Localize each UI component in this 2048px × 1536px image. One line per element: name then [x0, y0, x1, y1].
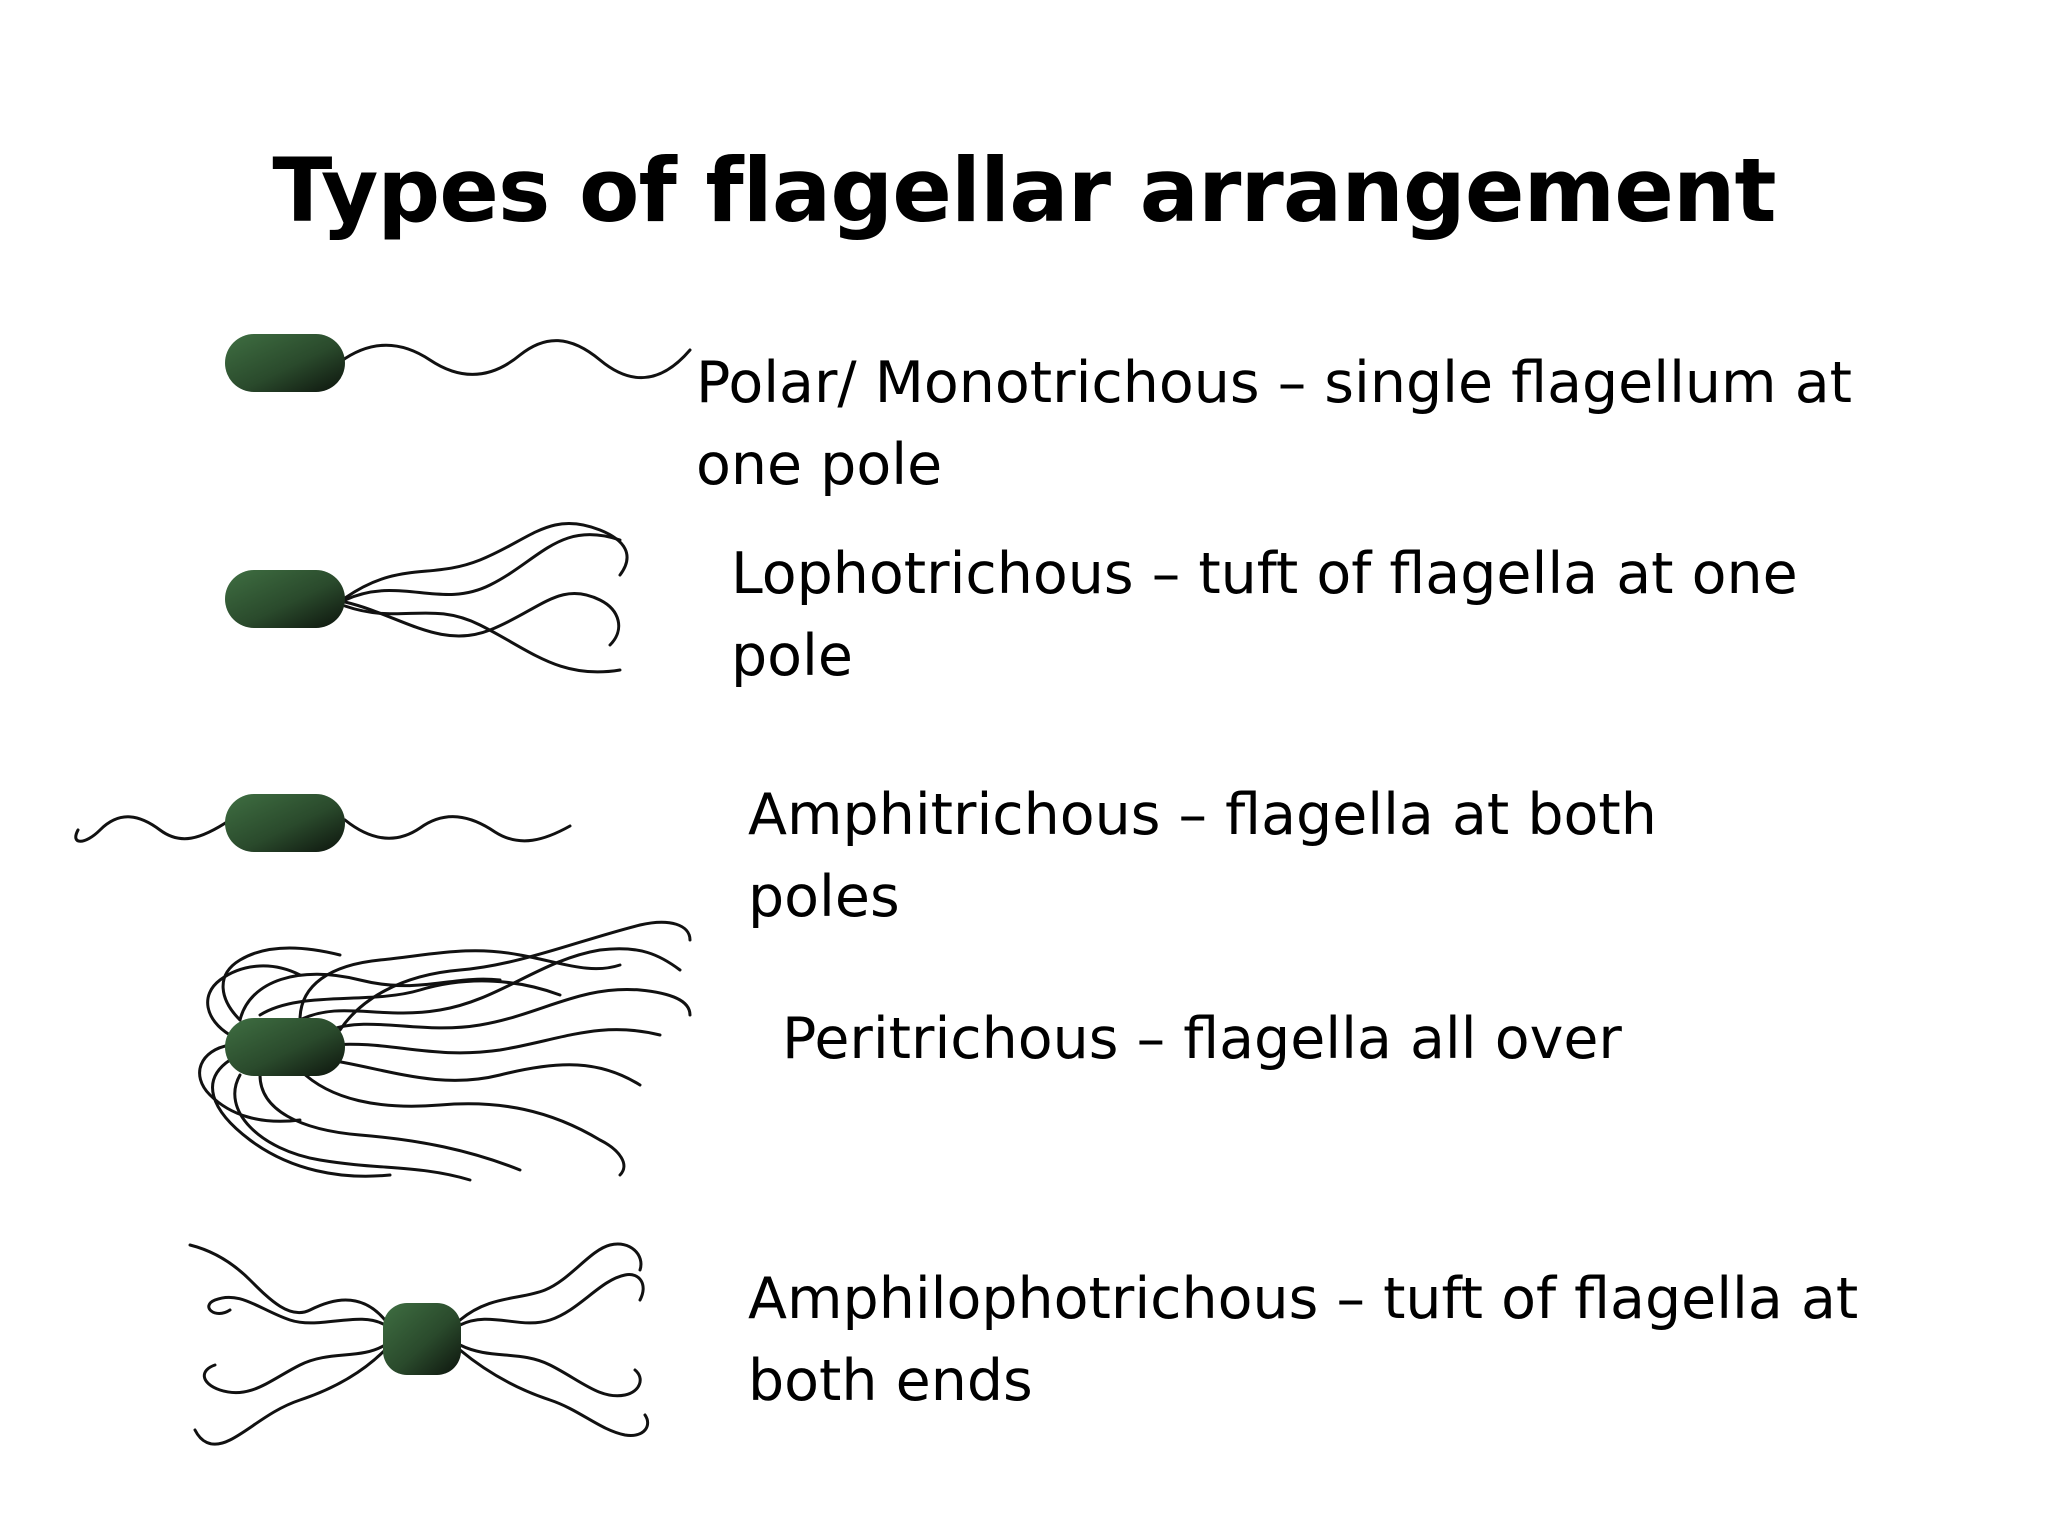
description-line: Peritrichous – flagella all over — [782, 1006, 1622, 1072]
description-line: Polar/ Monotrichous – single flagellum a… — [696, 350, 1852, 416]
flagellum — [338, 339, 692, 380]
flagella — [74, 815, 572, 843]
amphilophotrichous-bacterium — [188, 1242, 650, 1446]
peritrichous-bacterium — [198, 920, 692, 1182]
flagella — [198, 920, 692, 1182]
description-line: pole — [731, 623, 853, 689]
description-line: poles — [748, 864, 900, 930]
monotrichous-bacterium — [225, 334, 692, 392]
cell-body — [225, 334, 345, 392]
cell-body — [225, 1018, 345, 1076]
description-line: Amphilophotrichous – tuft of flagella at — [748, 1266, 1859, 1332]
description-line: one pole — [696, 432, 943, 498]
cell-body — [225, 570, 345, 628]
amphilophotrichous-description: Amphilophotrichous – tuft of flagella at… — [748, 1258, 1988, 1422]
monotrichous-description: Polar/ Monotrichous – single flagellum a… — [696, 342, 1936, 506]
peritrichous-description: Peritrichous – flagella all over — [782, 998, 2022, 1080]
lophotrichous-bacterium — [225, 521, 629, 674]
description-line: Lophotrichous – tuft of flagella at one — [731, 541, 1798, 607]
cell-body — [383, 1303, 461, 1375]
description-line: Amphitrichous – flagella at both — [748, 782, 1657, 848]
amphitrichous-bacterium — [74, 794, 572, 852]
flagella-tufts — [188, 1242, 650, 1446]
lophotrichous-description: Lophotrichous – tuft of flagella at one … — [731, 533, 1971, 697]
slide-title: Types of flagellar arrangement — [272, 139, 1776, 242]
amphitrichous-description: Amphitrichous – flagella at both poles — [748, 774, 1988, 938]
cell-body — [225, 794, 345, 852]
description-line: both ends — [748, 1348, 1033, 1414]
flagella-tuft — [343, 521, 629, 674]
